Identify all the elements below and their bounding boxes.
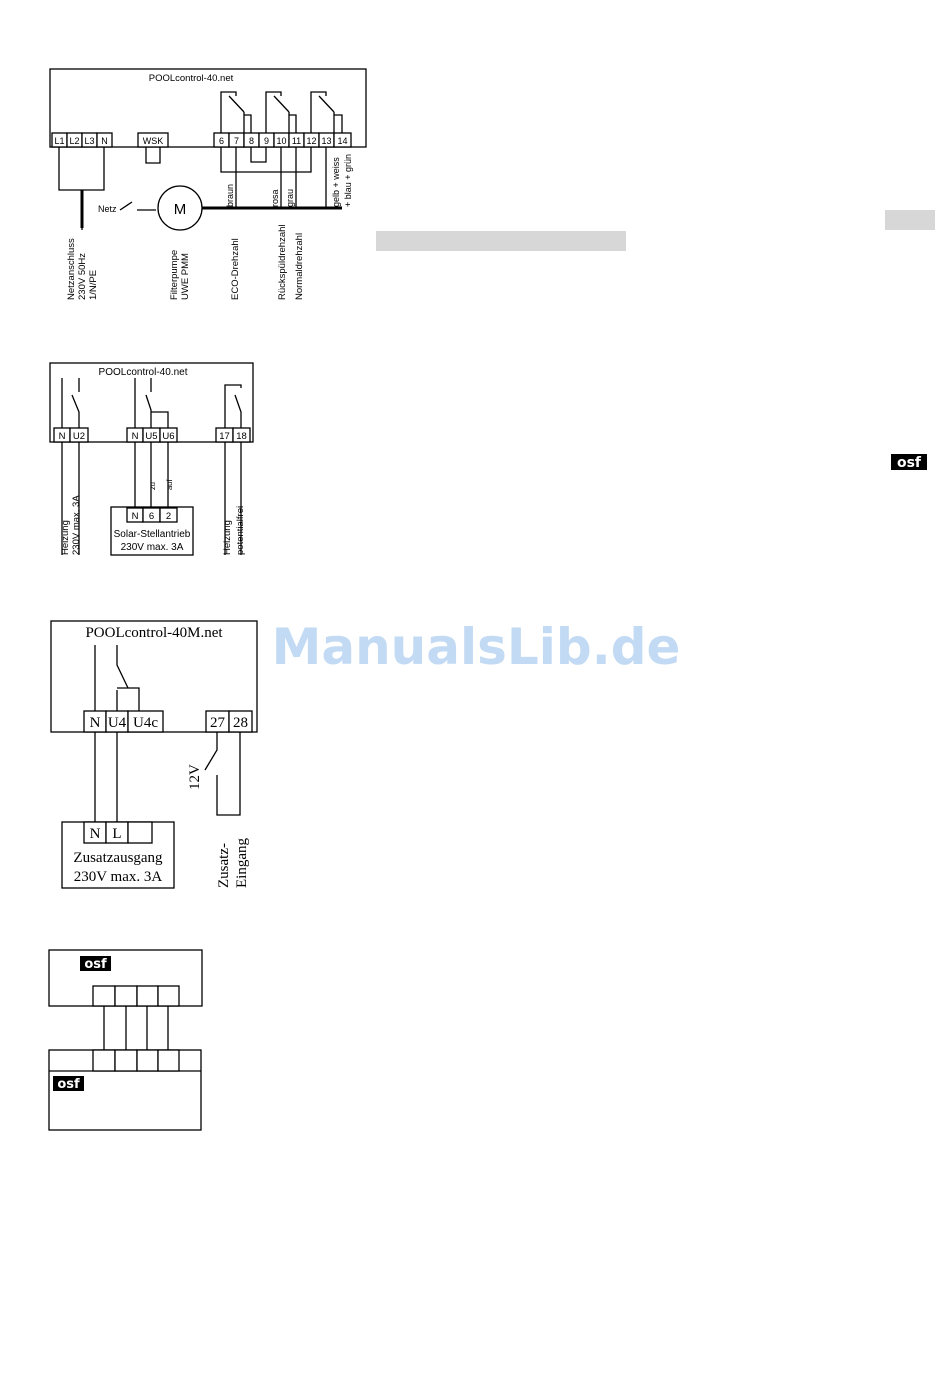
diagram3-title: POOLcontrol-40M.net <box>85 625 223 641</box>
terminal-label: N <box>90 715 101 731</box>
watermark: ManualsLib.de <box>272 618 681 676</box>
wsk-terminal <box>137 132 169 148</box>
label-filterpumpe-2: UWE PMM <box>180 253 191 300</box>
terminal-label: U4 <box>108 715 127 731</box>
wire-grau: grau <box>285 189 295 207</box>
grey-tab <box>885 210 935 230</box>
aux-input-label-1: Zusatz- <box>216 843 232 888</box>
terminal-label: U5 <box>145 431 157 442</box>
wire-gelb-weiss: gelb + weiss <box>331 157 341 207</box>
terminal-label: 7 <box>234 136 239 146</box>
heizung1-label-1: Heizung <box>60 520 71 555</box>
terminal-label: U6 <box>162 431 174 442</box>
terminal-label: L3 <box>84 136 94 146</box>
label-netzanschluss-3: 1/N/PE <box>88 270 99 300</box>
side-logo-text: osf <box>897 455 922 471</box>
terminal-label: L1 <box>54 136 64 146</box>
solar-terminal: N <box>132 511 139 522</box>
label-eco: ECO-Drehzahl <box>230 238 241 300</box>
side-osf-logo: osf <box>891 454 927 471</box>
diagram1-title: POOLcontrol-40.net <box>149 73 234 84</box>
aux-label-1: Zusatzausgang <box>73 850 163 866</box>
netz-label: Netz <box>98 204 117 214</box>
diagram2-title: POOLcontrol-40.net <box>99 367 188 378</box>
solar-terminal: 6 <box>149 511 154 522</box>
terminal-label: 8 <box>249 136 254 146</box>
terminal-label: 9 <box>264 136 269 146</box>
terminal-label: 14 <box>337 136 347 146</box>
diagram-2: POOLcontrol-40.net N U2 N U5 U6 17 18 <box>49 362 254 556</box>
wire-braun: braun <box>225 184 235 207</box>
aux-label-2: 230V max. 3A <box>74 869 163 885</box>
heizung2-label-2: potentialfrei <box>235 506 246 555</box>
heizung2-label-1: Heizung <box>222 520 233 555</box>
diagram-1: POOLcontrol-40.net L1 L2 L3 N WSK <box>49 68 367 300</box>
terminal-block-power: L1 L2 L3 N <box>51 132 113 148</box>
logo-top: osf <box>84 957 107 972</box>
solar-label-2: 230V max. 3A <box>121 542 184 553</box>
terminal-label: N <box>101 136 108 146</box>
heizung1-label-2: 230V max. 3A <box>71 495 82 555</box>
terminal-label: L2 <box>69 136 79 146</box>
terminal-label: 17 <box>219 431 230 442</box>
terminal-label: 6 <box>219 136 224 146</box>
wsk-label: WSK <box>143 136 164 146</box>
solar-terminal: 2 <box>166 511 171 522</box>
logo-bottom: osf <box>57 1077 80 1092</box>
wire-rosa: rosa <box>270 189 280 207</box>
aux-input-label-2: Eingang <box>234 838 250 888</box>
diagram-4: osf osf <box>48 949 203 1131</box>
terminal-label: U4c <box>133 715 158 731</box>
terminal-label: 27 <box>210 715 226 731</box>
label-rueckspuel: Rückspüldrehzahl <box>277 224 288 300</box>
aux-terminal: L <box>112 826 121 842</box>
solar-label-1: Solar-Stellantrieb <box>114 529 191 540</box>
grey-bar <box>376 231 626 251</box>
terminal-label: 11 <box>292 136 301 146</box>
wire-zu: zu <box>148 482 157 490</box>
wire-blau-gruen: + blau + grün <box>343 154 353 207</box>
terminal-label: 12 <box>306 136 316 146</box>
terminal-label: 28 <box>233 715 248 731</box>
terminal-label: U2 <box>73 431 85 442</box>
aux-terminal: N <box>90 826 101 842</box>
terminal-label: 18 <box>236 431 247 442</box>
terminal-label: 13 <box>321 136 331 146</box>
wire-auf: auf <box>165 479 174 490</box>
label-netzanschluss-1: Netzanschluss <box>66 238 77 300</box>
terminal-block-relays: 6 7 8 9 10 11 12 13 14 <box>213 132 352 148</box>
terminal-label: 10 <box>276 136 286 146</box>
motor-label: M <box>174 201 187 218</box>
terminal-label: N <box>59 431 66 442</box>
terminal-label: N <box>132 431 139 442</box>
terminal-block-2: N U2 N U5 U6 17 18 <box>53 427 251 443</box>
label-normal: Normaldrehzahl <box>294 233 305 300</box>
voltage-label: 12V <box>187 764 203 790</box>
label-netzanschluss-2: 230V 50Hz <box>77 253 88 300</box>
diagram-3: POOLcontrol-40M.net N U4 U4c 27 28 12V N… <box>50 620 258 889</box>
relay-contacts-1 <box>220 91 343 133</box>
label-filterpumpe-1: Filterpumpe <box>169 250 180 300</box>
